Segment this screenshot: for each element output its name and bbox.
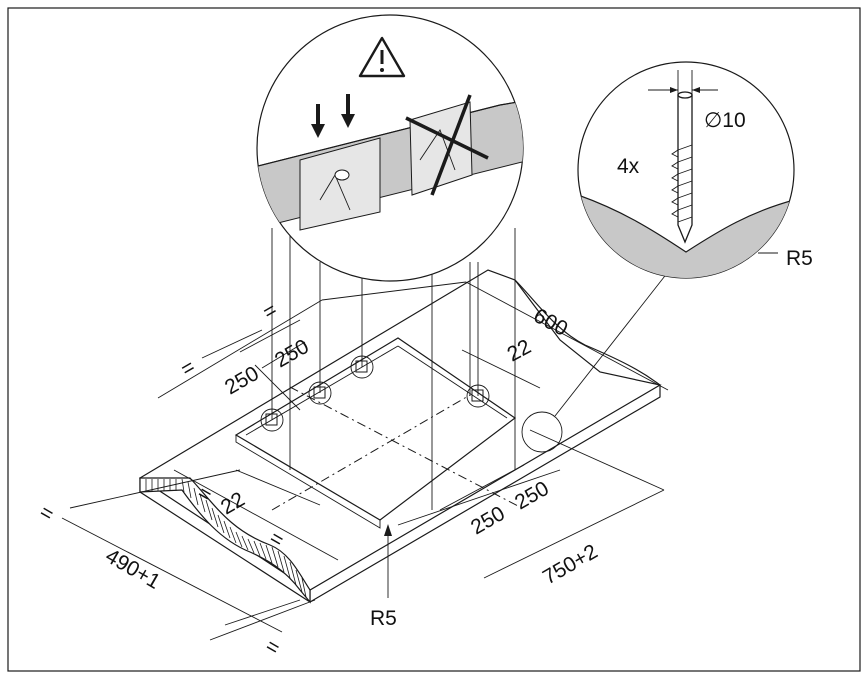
depth-total-label: 490+1 — [102, 544, 165, 593]
equal-label-bottom: = — [262, 634, 284, 660]
screw-icon — [671, 91, 693, 244]
equal-label-edge: = — [36, 500, 58, 526]
corner-detail-marker — [521, 411, 563, 453]
screw-count-label: 4x — [617, 155, 640, 178]
clip-detail — [256, 14, 524, 282]
r5-arrow — [384, 524, 392, 536]
spacing-a-label: 250 — [221, 362, 263, 399]
radius-front-label: R5 — [370, 607, 397, 630]
arrow-down-icon — [311, 94, 355, 138]
front-edge-hatching — [145, 478, 307, 598]
equal-label-top: = — [259, 298, 281, 324]
frame-border — [7, 7, 861, 672]
diameter-label: ∅10 — [704, 109, 746, 132]
clip-bracket-icon — [260, 355, 490, 432]
warning-icon — [358, 36, 406, 78]
projection-lines — [271, 228, 516, 510]
screw-detail — [577, 61, 795, 279]
cross-out-icon — [405, 94, 489, 196]
spacing-b-label: 250 — [271, 335, 313, 372]
dimension-lines — [61, 281, 669, 641]
radius-detail-label: R5 — [786, 247, 813, 270]
equal-label-left: = — [177, 355, 199, 381]
offset-top-label: 22 — [504, 335, 535, 366]
spacing-d-label: 250 — [511, 477, 553, 514]
width-total-label: 750+2 — [539, 540, 602, 589]
spacing-c-label: 250 — [467, 502, 509, 539]
countertop — [138, 269, 662, 604]
